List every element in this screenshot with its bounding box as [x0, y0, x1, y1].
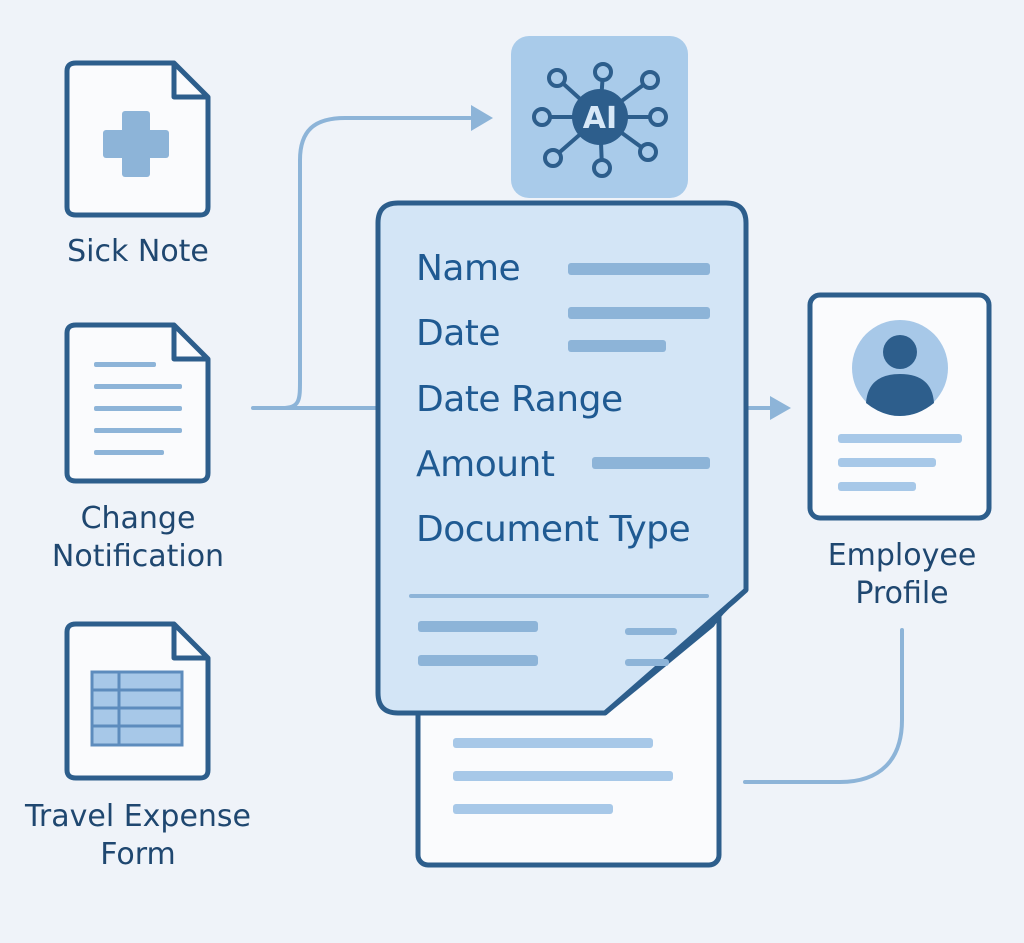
- travel-expense-label-line2: Form: [100, 837, 176, 872]
- sick-note-label: Sick Note: [0, 233, 276, 271]
- field-amount: Amount: [416, 444, 555, 485]
- change-notification-label: Change Notification: [0, 500, 276, 576]
- ai-processor-badge: AI: [511, 36, 688, 198]
- employee-profile-label-line1: Employee: [827, 538, 977, 573]
- employee-profile-card: [807, 292, 992, 521]
- change-notification-label-line2: Notification: [51, 539, 225, 574]
- card-footer-lines: [418, 621, 677, 666]
- text-lines-icon: [94, 362, 182, 455]
- page-curl: [603, 588, 748, 715]
- travel-expense-label: Travel Expense Form: [0, 798, 276, 874]
- field-value-placeholders: [568, 263, 710, 469]
- employee-profile-label: Employee Profile: [800, 537, 1004, 613]
- connector-profile-to-back-doc: [743, 628, 904, 784]
- user-avatar-icon: [852, 320, 948, 416]
- medical-cross-icon: [103, 111, 169, 177]
- sick-note-label-text: Sick Note: [67, 234, 209, 269]
- employee-profile-label-line2: Profile: [855, 576, 949, 611]
- connectors: [251, 116, 904, 784]
- profile-detail-lines: [838, 434, 962, 491]
- arrowhead-to-ai: [471, 105, 493, 131]
- spreadsheet-grid-icon: [90, 670, 184, 747]
- field-document-type: Document Type: [416, 509, 691, 550]
- travel-expense-label-line1: Travel Expense: [24, 799, 252, 834]
- ai-badge-text: AI: [583, 101, 617, 136]
- extracted-fields-card: [375, 200, 749, 716]
- arrowhead-to-profile: [770, 396, 791, 420]
- connector-up-to-ai: [280, 116, 472, 410]
- sick-note-document-icon: [64, 60, 211, 218]
- change-notification-label-line1: Change: [80, 501, 196, 536]
- card-divider: [409, 594, 709, 598]
- field-name: Name: [416, 248, 521, 289]
- travel-expense-document-icon: [64, 621, 211, 781]
- change-notification-document-icon: [64, 322, 211, 484]
- field-date-range: Date Range: [416, 379, 623, 420]
- back-document-lines: [453, 738, 673, 814]
- field-date: Date: [416, 313, 501, 354]
- ai-core-circle: [572, 89, 628, 145]
